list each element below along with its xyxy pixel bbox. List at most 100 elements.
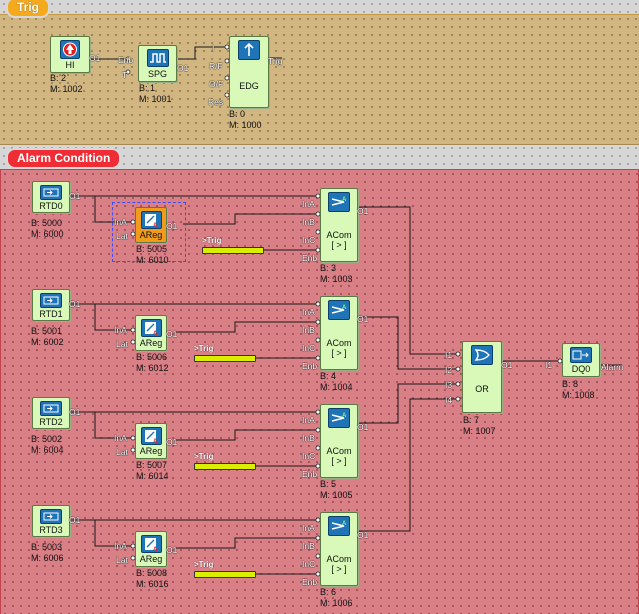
block-rtd0[interactable]: RTD0 bbox=[32, 181, 70, 213]
edg-out-trig: Trig bbox=[268, 56, 283, 66]
block-acom0[interactable]: A ACom [ > ] bbox=[320, 188, 358, 262]
rtd2-m: M: 6004 bbox=[31, 445, 64, 455]
block-areg2[interactable]: A AReg bbox=[135, 423, 167, 459]
acom1-in-inb: InB bbox=[302, 325, 315, 335]
areg1-m: M: 6012 bbox=[136, 363, 169, 373]
acom0-name: ACom bbox=[326, 230, 352, 240]
acom0-b: B: 3 bbox=[320, 263, 337, 273]
block-dq0[interactable]: DQ0 bbox=[562, 343, 600, 377]
selection-box bbox=[112, 202, 186, 262]
acom2-out-pin: O1 bbox=[357, 422, 369, 432]
trig-ref-2[interactable] bbox=[194, 463, 256, 470]
wire-spg-edg bbox=[177, 46, 227, 60]
acom1-out-pin: O1 bbox=[357, 314, 369, 324]
acom1-b: B: 4 bbox=[320, 371, 337, 381]
svg-text:A: A bbox=[153, 223, 158, 228]
compare-icon: A bbox=[328, 408, 350, 428]
areg0-m: M: 6010 bbox=[136, 255, 169, 265]
block-acom2[interactable]: A ACom [ > ] bbox=[320, 404, 358, 478]
acom0-in-ina: InA bbox=[302, 199, 315, 209]
areg3-in-ina: InA bbox=[114, 541, 127, 551]
areg1-name: AReg bbox=[139, 338, 163, 348]
or-in-i2: I2 bbox=[445, 365, 453, 375]
analog-input-icon bbox=[40, 185, 62, 200]
rtd1-name: RTD1 bbox=[39, 309, 63, 319]
trig-ref-1[interactable] bbox=[194, 355, 256, 362]
hi-out-pin: O1 bbox=[89, 53, 101, 63]
register-icon: A bbox=[141, 319, 162, 337]
acom2-m: M: 1005 bbox=[320, 490, 353, 500]
rtd1-m: M: 6002 bbox=[31, 337, 64, 347]
acom2-in-ina: InA bbox=[302, 415, 315, 425]
compare-icon: A bbox=[328, 300, 350, 320]
spg-name: SPG bbox=[147, 69, 167, 79]
block-edg[interactable]: EDG bbox=[229, 36, 269, 108]
analog-input-icon bbox=[40, 509, 62, 524]
acom1-op: [ > ] bbox=[331, 348, 347, 358]
trig-ref-label-3: >Trig bbox=[194, 560, 214, 569]
dq0-out-alarm: Alarm bbox=[601, 362, 624, 372]
rtd0-name: RTD0 bbox=[39, 201, 63, 211]
block-rtd3[interactable]: RTD3 bbox=[32, 505, 70, 537]
block-hi[interactable]: HI bbox=[50, 36, 90, 73]
svg-text:A: A bbox=[342, 197, 347, 203]
acom3-name: ACom bbox=[326, 554, 352, 564]
block-spg[interactable]: SPG bbox=[138, 45, 177, 82]
spg-in-t: T bbox=[122, 70, 128, 80]
block-areg1[interactable]: A AReg bbox=[135, 315, 167, 351]
areg2-m: M: 6014 bbox=[136, 471, 169, 481]
areg2-b: B: 5007 bbox=[136, 460, 168, 470]
areg3-in-lat: Lat bbox=[116, 555, 128, 565]
pulse-icon bbox=[147, 49, 169, 67]
rtd0-b: B: 5000 bbox=[31, 218, 63, 228]
block-rtd2[interactable]: RTD2 bbox=[32, 397, 70, 429]
dq0-m: M: 1008 bbox=[562, 390, 595, 400]
rtd3-b: B: 5003 bbox=[31, 542, 63, 552]
areg1-b: B: 5006 bbox=[136, 352, 168, 362]
areg3-m: M: 6016 bbox=[136, 579, 169, 589]
register-icon: A bbox=[141, 211, 162, 229]
block-rtd1[interactable]: RTD1 bbox=[32, 289, 70, 321]
acom0-in-enb: Enb bbox=[302, 253, 318, 263]
acom3-m: M: 1006 bbox=[320, 598, 353, 608]
acom2-in-inb: InB bbox=[302, 433, 315, 443]
edge-up-icon bbox=[238, 40, 260, 60]
svg-text:A: A bbox=[342, 521, 347, 527]
acom3-op: [ > ] bbox=[331, 564, 347, 574]
or-in-i4: I4 bbox=[445, 395, 453, 405]
areg0-in-ina: InA bbox=[114, 217, 127, 227]
rtd3-m: M: 6006 bbox=[31, 553, 64, 563]
hi-arrow-icon bbox=[60, 40, 80, 59]
trig-ref-3[interactable] bbox=[194, 571, 256, 578]
block-areg3[interactable]: A AReg bbox=[135, 531, 167, 567]
trig-ref-label-0: >Trig bbox=[202, 236, 222, 245]
register-icon: A bbox=[141, 535, 162, 553]
acom0-out-pin: O1 bbox=[357, 206, 369, 216]
areg0-b: B: 5005 bbox=[136, 244, 168, 254]
spg-out-pin: O1 bbox=[177, 63, 189, 73]
alarm-group-header[interactable]: Alarm Condition bbox=[6, 148, 122, 169]
areg0-in-lat: Lat bbox=[116, 231, 128, 241]
dq0-in-i1: I1 bbox=[545, 360, 553, 370]
acom2-op: [ > ] bbox=[331, 456, 347, 466]
acom1-name: ACom bbox=[326, 338, 352, 348]
block-areg0[interactable]: A AReg bbox=[135, 207, 167, 243]
acom3-out-pin: O1 bbox=[357, 530, 369, 540]
acom1-in-enb: Enb bbox=[302, 361, 318, 371]
acom3-in-enb: Enb bbox=[302, 577, 318, 587]
areg2-name: AReg bbox=[139, 446, 163, 456]
block-acom1[interactable]: A ACom [ > ] bbox=[320, 296, 358, 370]
acom2-in-enb: Enb bbox=[302, 469, 318, 479]
or-in-i1: I1 bbox=[445, 350, 453, 360]
trig-ref-0[interactable] bbox=[202, 247, 264, 254]
or-b: B: 7 bbox=[463, 415, 480, 425]
trig-group-header[interactable]: Trig bbox=[6, 0, 51, 18]
svg-text:A: A bbox=[342, 305, 347, 311]
areg1-in-lat: Lat bbox=[116, 339, 128, 349]
acom3-b: B: 6 bbox=[320, 587, 337, 597]
block-acom3[interactable]: A ACom [ > ] bbox=[320, 512, 358, 586]
spg-m: M: 1001 bbox=[139, 94, 172, 104]
spg-in-enb: Enb bbox=[118, 55, 134, 65]
spg-b: B: 1 bbox=[139, 83, 156, 93]
block-or[interactable]: OR bbox=[462, 341, 502, 413]
